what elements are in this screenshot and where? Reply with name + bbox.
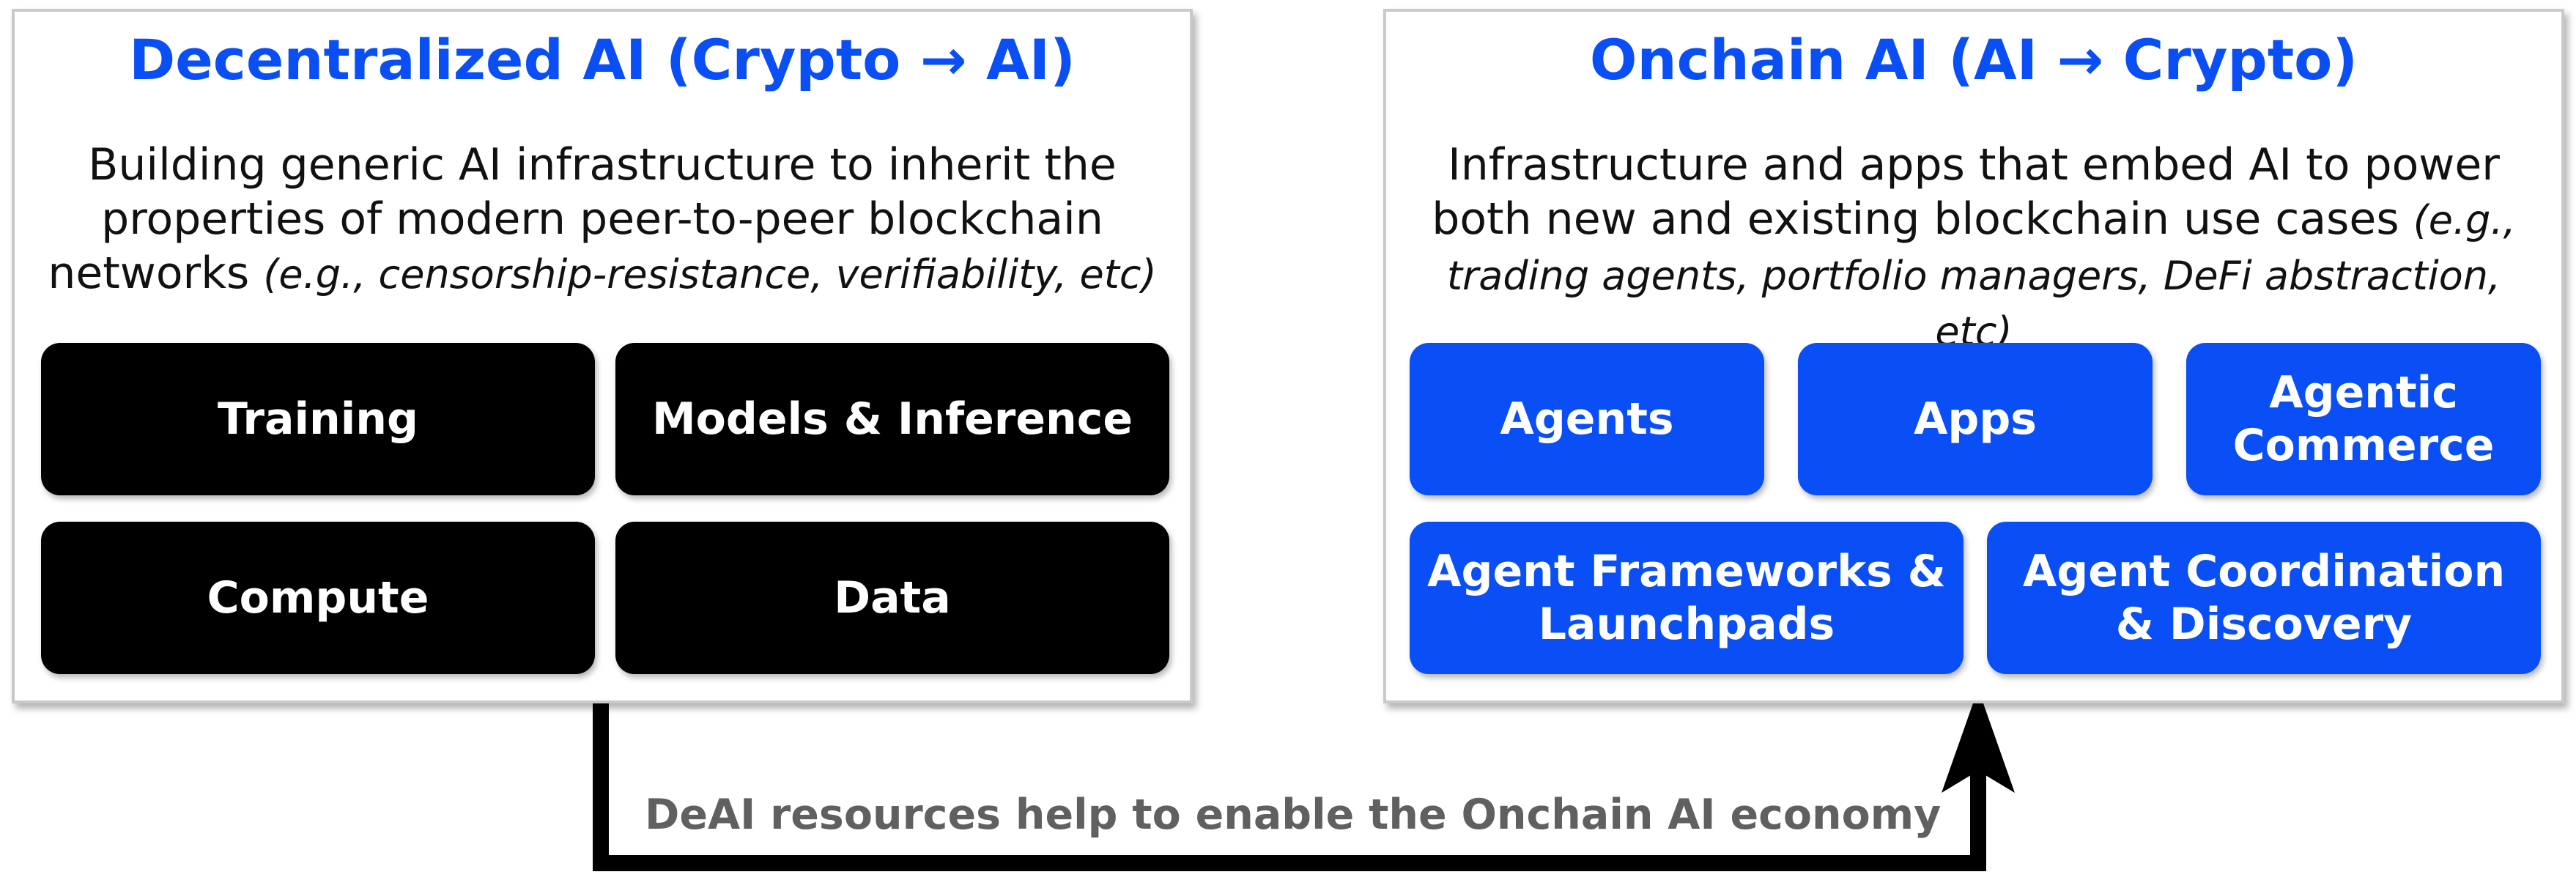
tile-data: Data: [615, 522, 1169, 674]
tile-agent-coordination-discovery: Agent Coordination & Discovery: [1987, 522, 2541, 674]
decentralized-ai-panel: Decentralized AI (Crypto → AI) Building …: [12, 9, 1193, 703]
description-text: Building generic AI infrastructure to in…: [48, 139, 1117, 299]
tile-apps: Apps: [1798, 343, 2153, 495]
arrow-up-icon: [1942, 689, 2015, 793]
tile-agents: Agents: [1410, 343, 1764, 495]
tile-compute: Compute: [41, 522, 595, 674]
tile-models-inference: Models & Inference: [615, 343, 1169, 495]
description-examples: (e.g., trading agents, portfolio manager…: [1446, 197, 2516, 355]
tile-agent-frameworks-launchpads: Agent Frameworks & Launchpads: [1410, 522, 1964, 674]
panel-title-onchain-ai: Onchain AI (AI → Crypto): [1589, 27, 2358, 92]
description-text: Infrastructure and apps that embed AI to…: [1432, 139, 2500, 245]
panel-title-decentralized-ai: Decentralized AI (Crypto → AI): [129, 27, 1076, 92]
onchain-ai-panel: Onchain AI (AI → Crypto) Infrastructure …: [1383, 9, 2564, 703]
panel-description-decentralized-ai: Building generic AI infrastructure to in…: [32, 138, 1172, 302]
tile-training: Training: [41, 343, 595, 495]
description-examples: (e.g., censorship-resistance, verifiabil…: [263, 251, 1157, 297]
panel-description-onchain-ai: Infrastructure and apps that embed AI to…: [1404, 138, 2544, 359]
tile-agentic-commerce: Agentic Commerce: [2186, 343, 2541, 495]
connector-label: DeAI resources help to enable the Onchai…: [645, 791, 1942, 839]
